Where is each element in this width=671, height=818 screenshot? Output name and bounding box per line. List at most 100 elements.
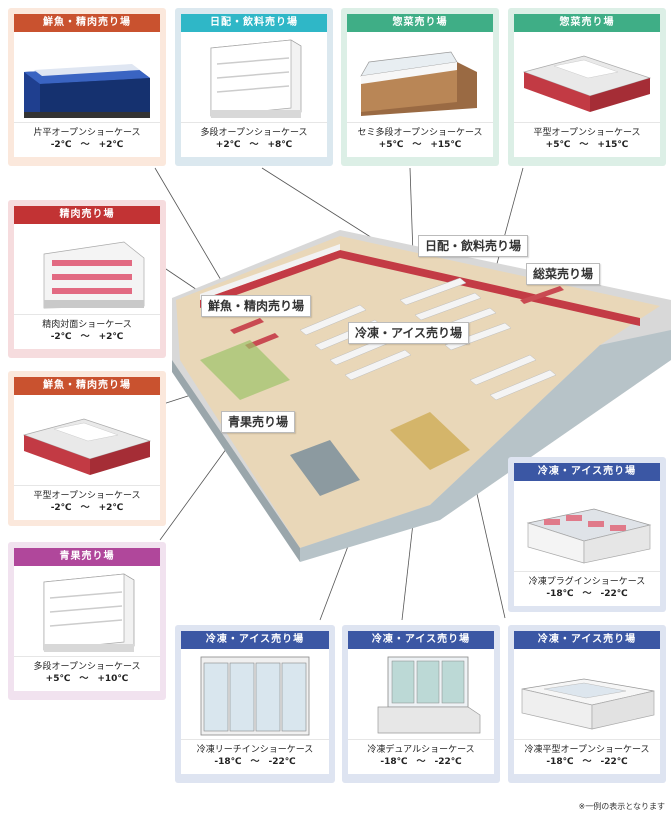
dual-freezer-icon xyxy=(377,656,481,734)
produce-area xyxy=(200,340,290,400)
case-name: 冷凍デュアルショーケース xyxy=(367,745,475,755)
card-body: 平型オープンショーケース -2℃ ～ +2℃ xyxy=(14,485,160,520)
card-meat-counter-case: 精肉売り場 精肉対面ショーケース -2℃ ～ +2℃ xyxy=(8,200,166,358)
card-header: 精肉売り場 xyxy=(14,206,160,224)
case-name: 平型オープンショーケース xyxy=(33,491,141,501)
card-frozen-reachin-case: 冷凍・アイス売り場 冷凍リーチインショーケース -18℃ ～ -22℃ xyxy=(175,625,335,783)
card-header: 冷凍・アイス売り場 xyxy=(514,463,660,481)
temperature-range: -2℃ ～ +2℃ xyxy=(50,140,124,150)
card-body: 冷凍デュアルショーケース -18℃ ～ -22℃ xyxy=(348,739,494,774)
card-body: 多段オープンショーケース +5℃ ～ +10℃ xyxy=(14,656,160,691)
zone-label-frozen-ice: 冷凍・アイス売り場 xyxy=(348,322,470,344)
card-image xyxy=(181,32,327,122)
gondola xyxy=(469,354,537,386)
temperature-range: -18℃ ～ -22℃ xyxy=(546,589,628,599)
leader-line xyxy=(409,167,414,256)
flat-freezer-icon xyxy=(521,678,655,730)
card-header: 惣菜売り場 xyxy=(347,14,493,32)
card-frozen-flat-case: 冷凍・アイス売り場 冷凍平型オープンショーケース -18℃ ～ -22℃ xyxy=(508,625,666,783)
case-name: セミ多段オープンショーケース xyxy=(357,128,483,138)
card-body: セミ多段オープンショーケース +5℃ ～ +15℃ xyxy=(347,122,493,157)
multideck-case-icon xyxy=(210,39,302,118)
card-seafood-island-case: 鮮魚・精肉売り場 平型オープンショーケース -2℃ ～ +2℃ xyxy=(8,371,166,526)
plugin-freezer-icon xyxy=(526,508,652,564)
semi-multideck-case-icon xyxy=(360,51,477,116)
meat-counter-case-icon xyxy=(43,241,145,309)
card-image xyxy=(181,649,329,739)
case-name: 精肉対面ショーケース xyxy=(42,320,132,330)
card-header: 日配・飲料売り場 xyxy=(181,14,327,32)
case-name: 冷凍リーチインショーケース xyxy=(196,745,314,755)
backroom-area xyxy=(390,412,470,470)
card-body: 冷凍プラグインショーケース -18℃ ～ -22℃ xyxy=(514,571,660,606)
leader-line xyxy=(491,167,524,283)
case-name: 片平オープンショーケース xyxy=(33,128,141,138)
temperature-range: -18℃ ～ -22℃ xyxy=(214,757,296,767)
card-header: 冷凍・アイス売り場 xyxy=(181,631,329,649)
zone-label-produce: 青果売り場 xyxy=(221,411,296,433)
card-header: 青果売り場 xyxy=(14,548,160,566)
card-header: 惣菜売り場 xyxy=(514,14,660,32)
left-wall xyxy=(172,360,300,562)
multideck-case-icon xyxy=(43,573,135,652)
card-image xyxy=(14,224,160,314)
zone-label-deli: 総菜売り場 xyxy=(526,263,601,285)
case-name: 冷凍プラグインショーケース xyxy=(528,577,646,587)
temperature-range: -18℃ ～ -22℃ xyxy=(546,757,628,767)
temperature-range: -18℃ ～ -22℃ xyxy=(380,757,462,767)
storage-area xyxy=(290,440,360,496)
temperature-range: -2℃ ～ +2℃ xyxy=(50,332,124,342)
card-deli-flat-case: 惣菜売り場 平型オープンショーケース +5℃ ～ +15℃ xyxy=(508,8,666,166)
card-frozen-dual-case: 冷凍・アイス売り場 冷凍デュアルショーケース -18℃ ～ -22℃ xyxy=(342,625,500,783)
back-wall-top xyxy=(200,244,340,300)
gondola xyxy=(414,292,482,321)
card-image xyxy=(514,649,660,739)
island-case xyxy=(230,318,264,334)
card-frozen-plugin-case: 冷凍・アイス売り場 冷凍プラグインショーケース -18℃ ～ -22℃ xyxy=(508,457,666,612)
card-produce-multideck-case: 青果売り場 多段オープンショーケース +5℃ ～ +10℃ xyxy=(8,542,166,700)
card-header: 冷凍・アイス売り場 xyxy=(514,631,660,649)
card-body: 多段オープンショーケース +2℃ ～ +8℃ xyxy=(181,122,327,157)
island-case-icon xyxy=(22,418,152,475)
front-wall xyxy=(300,330,671,562)
temperature-range: +5℃ ～ +10℃ xyxy=(45,674,129,684)
card-deli-semi-multideck-case: 惣菜売り場 セミ多段オープンショーケース +5℃ ～ +15℃ xyxy=(341,8,499,166)
card-body: 片平オープンショーケース -2℃ ～ +2℃ xyxy=(14,122,160,157)
case-name: 多段オープンショーケース xyxy=(33,662,141,672)
card-image xyxy=(14,395,160,485)
card-seafood-flat-case: 鮮魚・精肉売り場 片平オープンショーケース -2℃ ～ +2℃ xyxy=(8,8,166,166)
card-image xyxy=(348,649,494,739)
card-header: 鮮魚・精肉売り場 xyxy=(14,377,160,395)
card-header: 鮮魚・精肉売り場 xyxy=(14,14,160,32)
case-name: 平型オープンショーケース xyxy=(533,128,641,138)
temperature-range: +5℃ ～ +15℃ xyxy=(545,140,629,150)
island-case xyxy=(520,286,564,304)
reachin-freezer-icon xyxy=(200,656,310,736)
zone-label-daily-drinks: 日配・飲料売り場 xyxy=(418,235,529,257)
card-image xyxy=(514,32,660,122)
zone-label-seafood-meat: 鮮魚・精肉売り場 xyxy=(201,295,312,317)
case-name: 冷凍平型オープンショーケース xyxy=(524,745,650,755)
temperature-range: +2℃ ～ +8℃ xyxy=(215,140,293,150)
card-image xyxy=(347,32,493,122)
island-case-icon xyxy=(522,55,652,112)
case-name: 多段オープンショーケース xyxy=(200,128,308,138)
gondola xyxy=(344,349,412,381)
gondola xyxy=(489,369,557,401)
card-image xyxy=(514,481,660,571)
card-header: 冷凍・アイス売り場 xyxy=(348,631,494,649)
card-image xyxy=(14,566,160,656)
card-body: 平型オープンショーケース +5℃ ～ +15℃ xyxy=(514,122,660,157)
temperature-range: +5℃ ～ +15℃ xyxy=(378,140,462,150)
card-daily-multideck-case: 日配・飲料売り場 多段オープンショーケース +2℃ ～ +8℃ xyxy=(175,8,333,166)
gondola xyxy=(399,277,467,306)
card-body: 冷凍平型オープンショーケース -18℃ ～ -22℃ xyxy=(514,739,660,774)
gondola xyxy=(299,304,367,336)
flat-blue-case-icon xyxy=(24,64,150,118)
temperature-range: -2℃ ～ +2℃ xyxy=(50,503,124,513)
leader-line xyxy=(154,167,229,293)
card-body: 冷凍リーチインショーケース -18℃ ～ -22℃ xyxy=(181,739,329,774)
footnote: ※一例の表示となります xyxy=(578,802,665,811)
card-image xyxy=(14,32,160,122)
